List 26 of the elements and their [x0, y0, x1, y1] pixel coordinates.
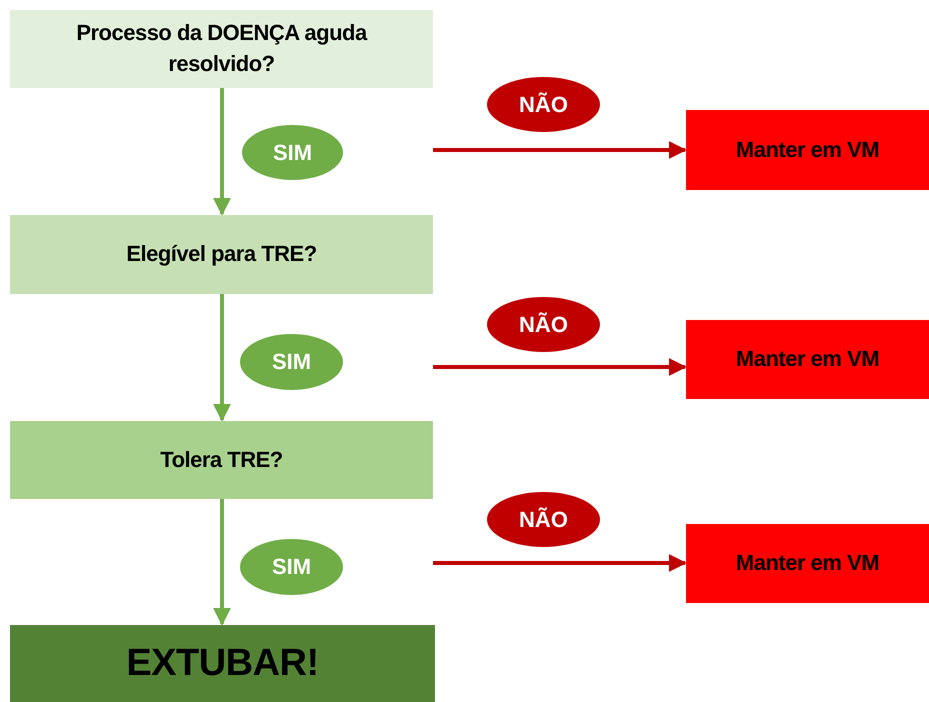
arrow — [433, 358, 687, 376]
edge-label: NÃO — [487, 492, 600, 547]
node-text: EXTUBAR! — [126, 640, 319, 686]
outcome-box — [686, 524, 929, 603]
edge-label: NÃO — [487, 77, 600, 132]
edge-label: NÃO — [487, 297, 600, 352]
arrow — [213, 294, 231, 422]
node-text: Processo da DOENÇA aguda resolvido? — [75, 19, 368, 78]
edge-label: SIM — [242, 125, 343, 180]
node-text: Tolera TRE? — [160, 446, 283, 474]
node-text: Elegível para TRE? — [126, 240, 317, 268]
edge-label: SIM — [240, 334, 343, 390]
node-text: Manter em VM — [736, 345, 880, 374]
terminal-box — [10, 625, 435, 702]
outcome-box — [686, 110, 929, 190]
edge-label: SIM — [240, 539, 343, 595]
decision-box — [10, 10, 433, 88]
decision-box — [10, 421, 433, 499]
arrow — [433, 554, 687, 572]
arrow — [213, 499, 231, 626]
node-text: Manter em VM — [736, 549, 880, 578]
outcome-box — [686, 320, 929, 399]
arrow — [213, 88, 231, 216]
node-text: Manter em VM — [736, 136, 880, 164]
arrow — [433, 141, 687, 159]
decision-box — [10, 215, 433, 294]
